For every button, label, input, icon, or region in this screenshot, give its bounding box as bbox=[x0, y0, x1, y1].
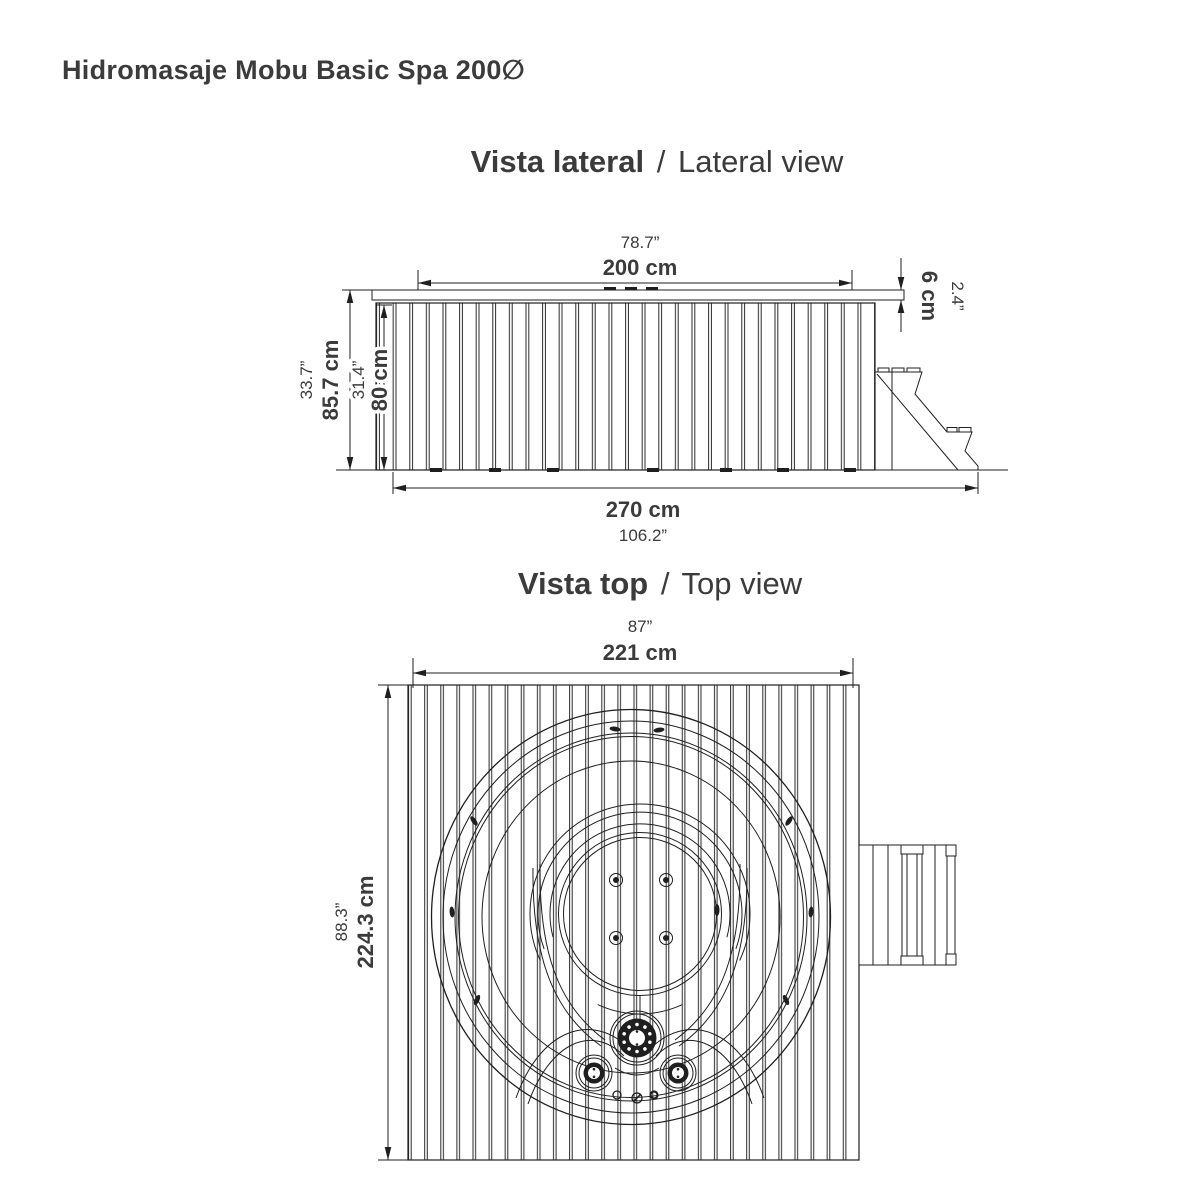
spa-body bbox=[336, 302, 1008, 472]
dim-width-cm: 221 cm bbox=[603, 640, 678, 665]
footwell-wall-jet bbox=[714, 904, 720, 916]
side-jet-left bbox=[575, 1054, 613, 1092]
footwell bbox=[529, 803, 751, 1032]
seat-collar bbox=[515, 1029, 765, 1105]
dim-deck-depth: 88.3” 224.3 cm bbox=[332, 684, 408, 1161]
heading-separator: / bbox=[656, 144, 666, 179]
dim-inner-height-inches: 31.4” bbox=[349, 360, 368, 399]
dim-top-width-inches: 78.7” bbox=[621, 233, 660, 252]
stairs-side bbox=[875, 367, 979, 471]
top-view-drawing: 87” 221 cm 88.3” 224.3 cm bbox=[332, 617, 957, 1161]
floor-jets bbox=[609, 873, 673, 945]
dim-outer-height-inches: 33.7” bbox=[300, 360, 316, 399]
dim-inner-height-cm: 80 cm bbox=[367, 349, 392, 411]
heading-separator: / bbox=[660, 566, 670, 601]
page-title: Hidromasaje Mobu Basic Spa 200∅ bbox=[62, 55, 526, 85]
dim-top-width-cm: 200 cm bbox=[603, 255, 678, 280]
dim-lid-cm: 6 cm bbox=[917, 271, 942, 321]
tub-top bbox=[430, 708, 832, 1126]
dim-top-width: 78.7” 200 cm bbox=[417, 233, 853, 300]
spa-lid bbox=[342, 287, 905, 301]
dim-total-length: 270 cm 106.2” bbox=[392, 472, 979, 545]
top-heading-es: Vista top bbox=[517, 566, 649, 601]
control-knob bbox=[609, 1010, 665, 1066]
lateral-heading-en: Lateral view bbox=[677, 144, 844, 179]
stairs-top bbox=[858, 844, 957, 966]
dim-lid-thickness: 6 cm 2.4” bbox=[897, 258, 967, 332]
base-feet bbox=[430, 468, 856, 472]
lateral-view-drawing: 78.7” 200 cm bbox=[300, 233, 1008, 545]
dim-outer-height-cm: 85.7 cm bbox=[318, 340, 343, 421]
dim-width-inches: 87” bbox=[628, 617, 653, 636]
lid-handle bbox=[646, 287, 658, 290]
dim-length-cm: 270 cm bbox=[606, 497, 681, 522]
top-view-heading: Vista top / Top view bbox=[360, 566, 960, 602]
seat-dividers bbox=[532, 863, 748, 1047]
lateral-heading-es: Vista lateral bbox=[470, 144, 645, 179]
lateral-view-heading: Vista lateral / Lateral view bbox=[357, 144, 957, 180]
dim-depth-cm: 224.3 cm bbox=[353, 876, 378, 969]
lid-handle bbox=[604, 287, 616, 290]
dim-deck-width: 87” 221 cm bbox=[412, 617, 854, 688]
dim-heights: 33.7” 85.7 cm 31.4” 80 cm bbox=[300, 290, 396, 470]
rim-jets bbox=[449, 726, 814, 1006]
small-fittings bbox=[612, 1090, 659, 1104]
deck-platform bbox=[407, 684, 860, 1161]
top-heading-en: Top view bbox=[681, 566, 803, 601]
lid-handle bbox=[625, 287, 637, 290]
dim-length-inches: 106.2” bbox=[619, 526, 668, 545]
side-jet-right bbox=[659, 1054, 697, 1092]
dim-depth-inches: 88.3” bbox=[332, 902, 351, 941]
dim-lid-inches: 2.4” bbox=[948, 281, 967, 311]
